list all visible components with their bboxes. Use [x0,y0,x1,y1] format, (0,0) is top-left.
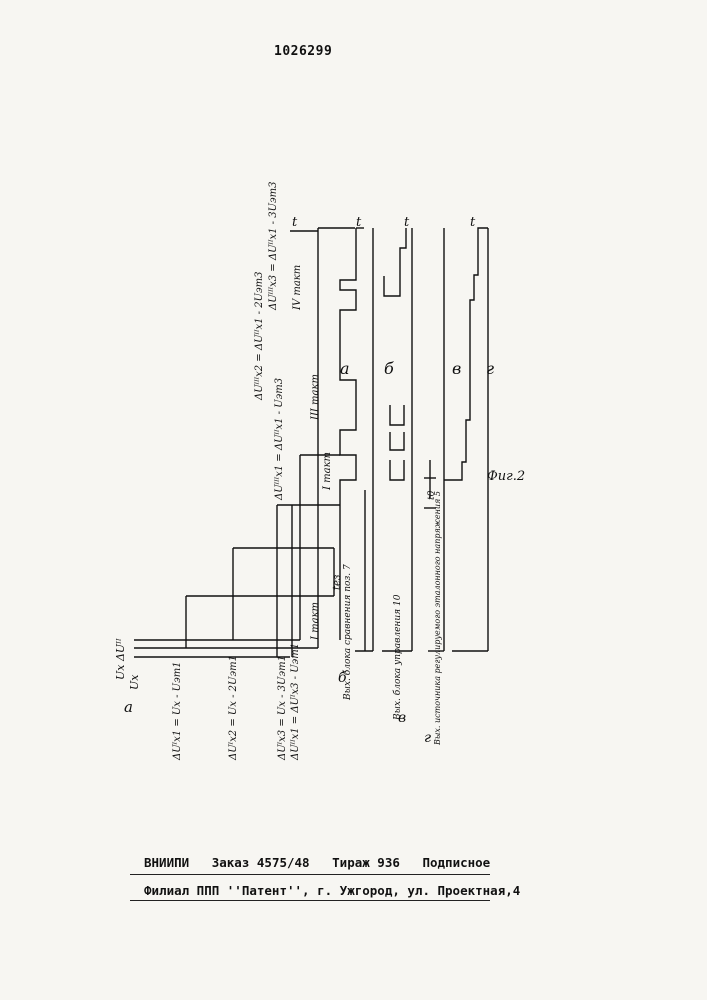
caption-v: Вых. блока управления 10 [392,594,403,721]
label-ux-du: Ux ΔUᴵᴵ [114,638,127,680]
footer-divider-2 [130,900,490,901]
takt-3: III такт [310,374,321,421]
t-axis-b: t [404,215,410,230]
takt-1-a: I такт [310,602,321,641]
takt-1-b: I такт [322,452,333,491]
row-a-marker: а [124,698,133,716]
t0: t0 [427,490,437,500]
section-g-label: г [486,359,494,378]
waveform-g [444,228,488,480]
section-b-label: б [384,359,394,378]
section-v-label: в [452,359,461,378]
footer-imprint: ВНИИПИ Заказ 4575/48 Тираж 936 Подписное [144,855,490,870]
label-du2: ΔUᴵx2 = Ux - 2Uэт1 [228,655,239,761]
caption-g: Вых. источника регулируемого эталонного … [433,491,442,746]
label-du1: ΔUᴵx1 = Ux - Uэт1 [172,661,183,761]
takt-4: IV такт [292,265,303,311]
footer-order: Заказ 4575/48 [212,855,310,870]
t-axis-a: t [292,215,298,230]
label-du4: ΔUᴵᴵx1 = ΔUᴵx3 - Uэт1 [290,643,301,761]
top-label-3: ΔUᴵᴵᴵx3 = ΔUᴵᴵx1 - 3Uэт3 [268,182,279,311]
label-du3: ΔUᴵx3 = Ux - 3Uэт1 [277,655,288,761]
footer-signed: Подписное [422,855,490,870]
footer-org: ВНИИПИ [144,855,189,870]
row-g-marker: г [424,730,431,746]
t-ez: tез [332,575,343,590]
footer-circulation: Тираж 936 [332,855,400,870]
section-a-label: а [340,359,350,378]
t-axis-g: t [470,215,476,230]
label-ux: Ux [128,674,141,690]
figure-label: Фиг.2 [487,469,525,484]
footer-divider [130,874,490,875]
footer-branch: Филиал ППП ''Патент'', г. Ужгород, ул. П… [144,883,520,898]
t-axis-a2: t [356,215,362,230]
top-label-2: ΔUᴵᴵᴵx2 = ΔUᴵᴵx1 - 2Uэт3 [254,272,265,401]
top-label-1: ΔUᴵᴵᴵx1 = ΔUᴵᴵx1 - Uэт3 [274,378,285,501]
caption-b: Вых. блока сравнения поз. 7 [342,564,353,701]
waveform-b [390,460,404,480]
